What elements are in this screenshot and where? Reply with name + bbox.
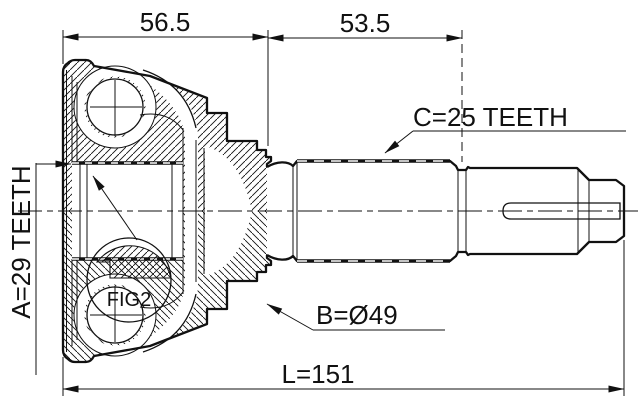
fig2-leader-arrow <box>92 175 138 241</box>
diameter-leader-arrow <box>266 303 314 331</box>
inner-race-line <box>139 113 184 131</box>
shaft-center-slot <box>502 202 621 220</box>
dimension-53-5-label: 53.5 <box>340 8 391 38</box>
fig2-section-detail <box>95 245 172 279</box>
outer-race-groove <box>142 69 197 129</box>
fig2-label: FIG2 <box>107 289 151 311</box>
outer-spline-callout: C=25 TEETH <box>384 102 626 154</box>
outer-spline-label: C=25 TEETH <box>413 102 568 132</box>
diameter-label: B=Ø49 <box>316 300 398 330</box>
dimension-overall-length: L=151 <box>62 240 625 396</box>
inner-spline-callout: A=29 TEETH <box>6 160 72 375</box>
cage-outline <box>73 65 157 149</box>
outer-spline-leader-arrow <box>384 130 414 154</box>
overall-length-label: L=151 <box>281 359 354 389</box>
joint-upper-half-section <box>61 58 626 211</box>
bell-outer-profile <box>61 58 273 211</box>
diameter-callout: B=Ø49 <box>266 300 445 331</box>
dimension-56-5-label: 56.5 <box>140 7 191 37</box>
fig2-circle <box>86 237 172 323</box>
dimension-56-5: 56.5 <box>62 7 269 146</box>
inner-spline-label: A=29 TEETH <box>6 165 36 318</box>
dimension-53-5: 53.5 <box>267 8 463 162</box>
fig2-detail-callout: FIG2 <box>86 175 172 323</box>
